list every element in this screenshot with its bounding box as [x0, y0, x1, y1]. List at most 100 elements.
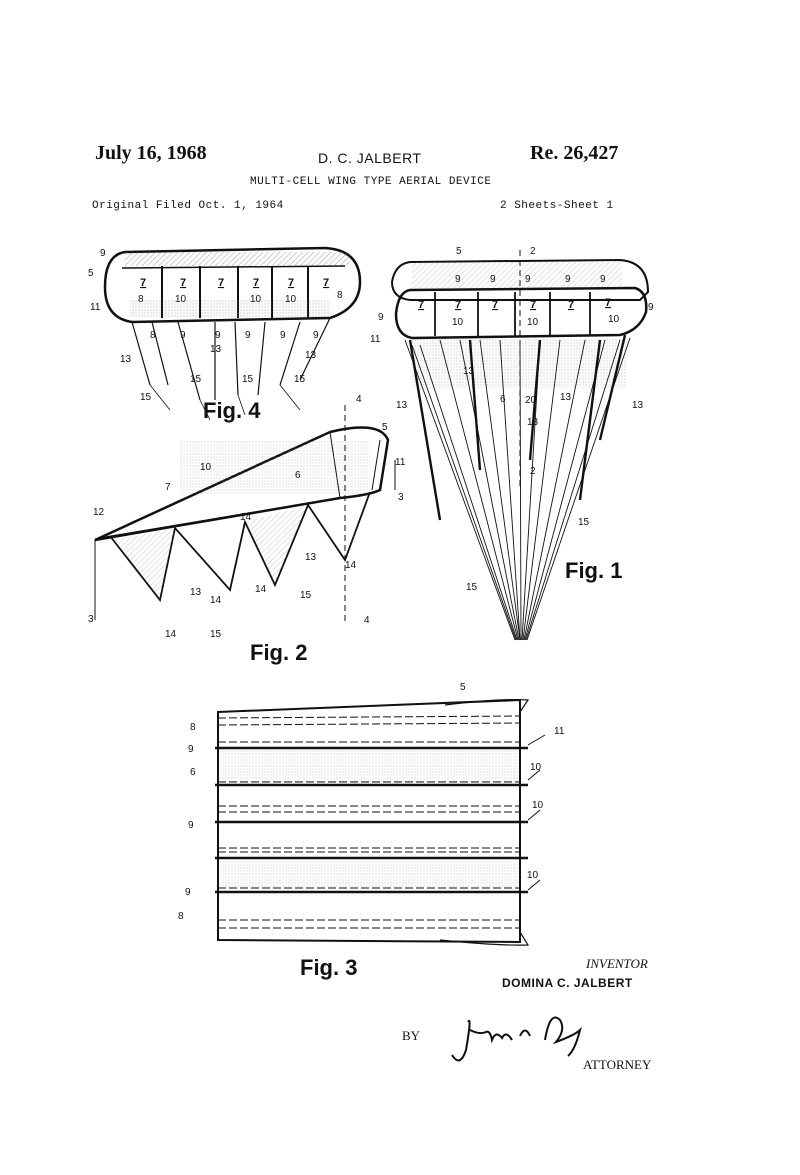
reference-numeral: 13 — [305, 350, 317, 361]
reference-numeral: 10 — [200, 462, 212, 473]
reference-numeral: 20 — [525, 395, 537, 406]
reference-numeral: 14 — [165, 629, 177, 640]
reference-numeral: 15 — [300, 590, 312, 601]
reference-numeral: 7 — [530, 299, 536, 311]
fig-1-label: Fig. 1 — [565, 558, 623, 583]
reference-numeral: 13 — [210, 344, 222, 355]
reference-numeral: 10 — [527, 317, 539, 328]
reference-numeral: 6 — [295, 470, 301, 481]
patent-title: MULTI-CELL WING TYPE AERIAL DEVICE — [250, 176, 492, 188]
reference-numeral: 7 — [253, 277, 259, 289]
reference-numeral: 4 — [356, 394, 362, 405]
reference-numeral: 15 — [242, 374, 254, 385]
reference-numeral: 8 — [150, 330, 156, 341]
reference-numeral: 10 — [250, 294, 262, 305]
reference-numeral: 15 — [190, 374, 202, 385]
reference-numeral: 14 — [255, 584, 267, 595]
reference-numeral: 9 — [313, 330, 319, 341]
figure-1-drawing — [390, 250, 650, 641]
fig-2-label: Fig. 2 — [250, 640, 308, 665]
inventor-short: D. C. JALBERT — [318, 150, 422, 166]
reference-numeral: 14 — [240, 512, 252, 523]
reference-numeral: 10 — [175, 294, 187, 305]
reference-numeral: 13 — [120, 354, 132, 365]
reference-numeral: 13 — [190, 587, 202, 598]
reference-numeral: 12 — [93, 507, 105, 518]
by-label: BY — [402, 1028, 421, 1043]
reference-numeral: 9 — [648, 302, 654, 313]
reference-numeral: 9 — [188, 820, 194, 831]
reference-numeral: 6 — [500, 394, 506, 405]
reference-numeral: 9 — [490, 274, 496, 285]
reference-numeral: 9 — [600, 274, 606, 285]
reference-numeral: 7 — [218, 277, 224, 289]
fig-4-label: Fig. 4 — [203, 398, 261, 423]
reference-numeral: 15 — [466, 582, 478, 593]
reference-numeral: 7 — [165, 482, 171, 493]
reference-numeral: 13 — [396, 400, 408, 411]
reference-numeral: 8 — [178, 911, 184, 922]
reference-numeral: 9 — [185, 887, 191, 898]
reference-numeral: 15 — [140, 392, 152, 403]
reference-numeral: 8 — [190, 722, 196, 733]
reference-numeral: 13 — [305, 552, 317, 563]
reference-numeral: 7 — [418, 299, 424, 311]
reference-numeral: 5 — [382, 422, 388, 433]
reference-numeral: 11 — [395, 457, 406, 468]
sheet-count: 2 Sheets-Sheet 1 — [500, 200, 614, 212]
ref-9: 9 — [100, 248, 106, 259]
reference-numeral: 11 — [370, 334, 381, 345]
reference-numeral: 2 — [530, 466, 536, 477]
reference-numeral: 7 — [568, 299, 574, 311]
reference-numeral: 9 — [280, 330, 286, 341]
attorney-label: ATTORNEY — [583, 1057, 652, 1072]
reference-numeral: 9 — [245, 330, 251, 341]
inventor-label: INVENTOR — [586, 956, 648, 971]
reference-numeral: 7 — [492, 299, 498, 311]
attorney-signature — [451, 1016, 582, 1062]
reference-numeral: 10 — [530, 762, 542, 773]
reference-numeral: 10 — [608, 314, 620, 325]
reference-numeral: 2 — [530, 246, 536, 257]
reference-numeral: 15 — [210, 629, 222, 640]
reference-numeral: 11 — [554, 726, 565, 737]
fig-3-label: Fig. 3 — [300, 955, 358, 980]
reference-numeral: 9 — [180, 330, 186, 341]
ref-5: 5 — [88, 268, 94, 279]
figure-3-drawing — [215, 698, 546, 946]
reference-numeral: 8 — [138, 294, 144, 305]
patent-number: Re. 26,427 — [530, 142, 619, 164]
reference-numeral: 14 — [345, 560, 357, 571]
reference-numeral: 10 — [532, 800, 544, 811]
reference-numeral: 14 — [210, 595, 222, 606]
figure-4-drawing — [103, 246, 362, 421]
reference-numeral: 7 — [455, 299, 461, 311]
reference-numeral: 15 — [294, 374, 306, 385]
reference-numeral: 6 — [190, 767, 196, 778]
patent-date: July 16, 1968 — [95, 142, 207, 164]
reference-numeral: 7 — [323, 277, 329, 289]
reference-numeral: 13 — [527, 417, 539, 428]
reference-numeral: 7 — [605, 297, 611, 309]
reference-numeral: 10 — [285, 294, 297, 305]
reference-numeral: 10 — [452, 317, 464, 328]
reference-numeral: 3 — [88, 614, 94, 625]
reference-numeral: 8 — [337, 290, 343, 301]
reference-numeral: 9 — [378, 312, 384, 323]
reference-numeral: 7 — [288, 277, 294, 289]
reference-numeral: 9 — [215, 330, 221, 341]
reference-numeral: 13 — [560, 392, 572, 403]
reference-numeral: 9 — [455, 274, 461, 285]
reference-numeral: 13 — [463, 366, 475, 377]
reference-numeral: 5 — [460, 682, 466, 693]
reference-numeral: 9 — [565, 274, 571, 285]
reference-numeral: 9 — [525, 274, 531, 285]
reference-numeral: 3 — [398, 492, 404, 503]
figure-2-drawing — [94, 405, 396, 625]
reference-numeral: 9 — [188, 744, 194, 755]
inventor-name: DOMINA C. JALBERT — [502, 976, 633, 990]
reference-numeral: 4 — [364, 615, 370, 626]
reference-numeral: 7 — [140, 277, 146, 289]
ref-11: 11 — [90, 302, 101, 313]
